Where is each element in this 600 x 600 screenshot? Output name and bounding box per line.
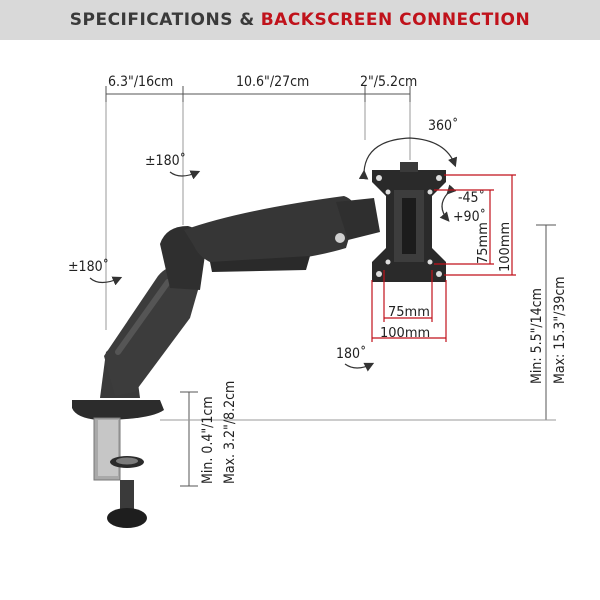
base-width-label: 6.3"/16cm	[108, 74, 173, 90]
vesa-hole-75-tr	[427, 189, 433, 195]
swivel-lower-arrow	[89, 276, 123, 286]
swivel-lower-label: ±180˚	[68, 258, 109, 275]
vesa-plate	[372, 162, 446, 282]
vesa-hole-tl	[376, 175, 382, 181]
monitor-arm-diagram: 6.3"/16cm 10.6"/27cm 2"/5.2cm 360˚ ±180˚…	[68, 74, 568, 528]
vesa-hole-75-br	[427, 259, 433, 265]
clamp-max-label: Max. 3.2"/8.2cm	[222, 381, 238, 484]
clamp-knob	[107, 508, 147, 528]
pan-180-arrow	[344, 362, 375, 372]
height-dimension	[200, 224, 556, 421]
title-specifications: SPECIFICATIONS &	[69, 10, 255, 30]
tilt-arrow	[439, 184, 457, 222]
clamp-min-label: Min. 0.4"/1cm	[200, 396, 216, 484]
vesa-hole-br	[436, 271, 442, 277]
clamp-screw	[120, 480, 134, 510]
rotation-360-label: 360˚	[428, 117, 458, 134]
vesa-v100-label: 100mm	[498, 222, 513, 272]
vesa-dimensions	[371, 174, 516, 342]
tilt-pos-label: +90˚	[453, 208, 486, 225]
top-dimensions	[105, 86, 411, 330]
title-backscreen: BACKSCREEN CONNECTION	[260, 10, 531, 30]
clamp-dimension	[160, 391, 200, 487]
arm-base	[72, 400, 164, 420]
rotation-360-arrow	[358, 137, 458, 180]
height-max-label: Max: 15.3"/39cm	[552, 276, 568, 384]
page-header: SPECIFICATIONS & BACKSCREEN CONNECTION	[0, 0, 600, 40]
pan-180-label: 180˚	[336, 345, 366, 362]
vesa-v75-label: 75mm	[476, 222, 491, 264]
vesa-plate-slot	[402, 198, 416, 254]
swivel-upper-label: ±180˚	[145, 152, 186, 169]
tilt-screw	[335, 233, 345, 243]
desk-clamp-face	[98, 420, 118, 476]
vesa-h100-label: 100mm	[380, 326, 430, 341]
gas-spring	[115, 279, 171, 355]
tilt-neg-label: -45˚	[458, 189, 485, 206]
vesa-hole-75-tl	[385, 189, 391, 195]
arm-length-label: 10.6"/27cm	[236, 74, 309, 90]
height-min-label: Min: 5.5"/14cm	[529, 288, 545, 384]
head-offset-label: 2"/5.2cm	[360, 74, 417, 90]
tilt-head	[336, 198, 380, 240]
upper-arm-cover	[210, 256, 310, 272]
vesa-hole-tr	[436, 175, 442, 181]
vesa-hole-bl	[376, 271, 382, 277]
vesa-h75-label: 75mm	[388, 305, 430, 320]
vesa-hole-75-bl	[385, 259, 391, 265]
upper-arm	[184, 196, 356, 266]
swivel-upper-arrow	[169, 170, 201, 180]
lower-arm	[104, 266, 198, 396]
vesa-lock-knob	[400, 162, 418, 172]
clamp-plate-top	[116, 457, 138, 465]
monitor-arm	[72, 196, 380, 528]
